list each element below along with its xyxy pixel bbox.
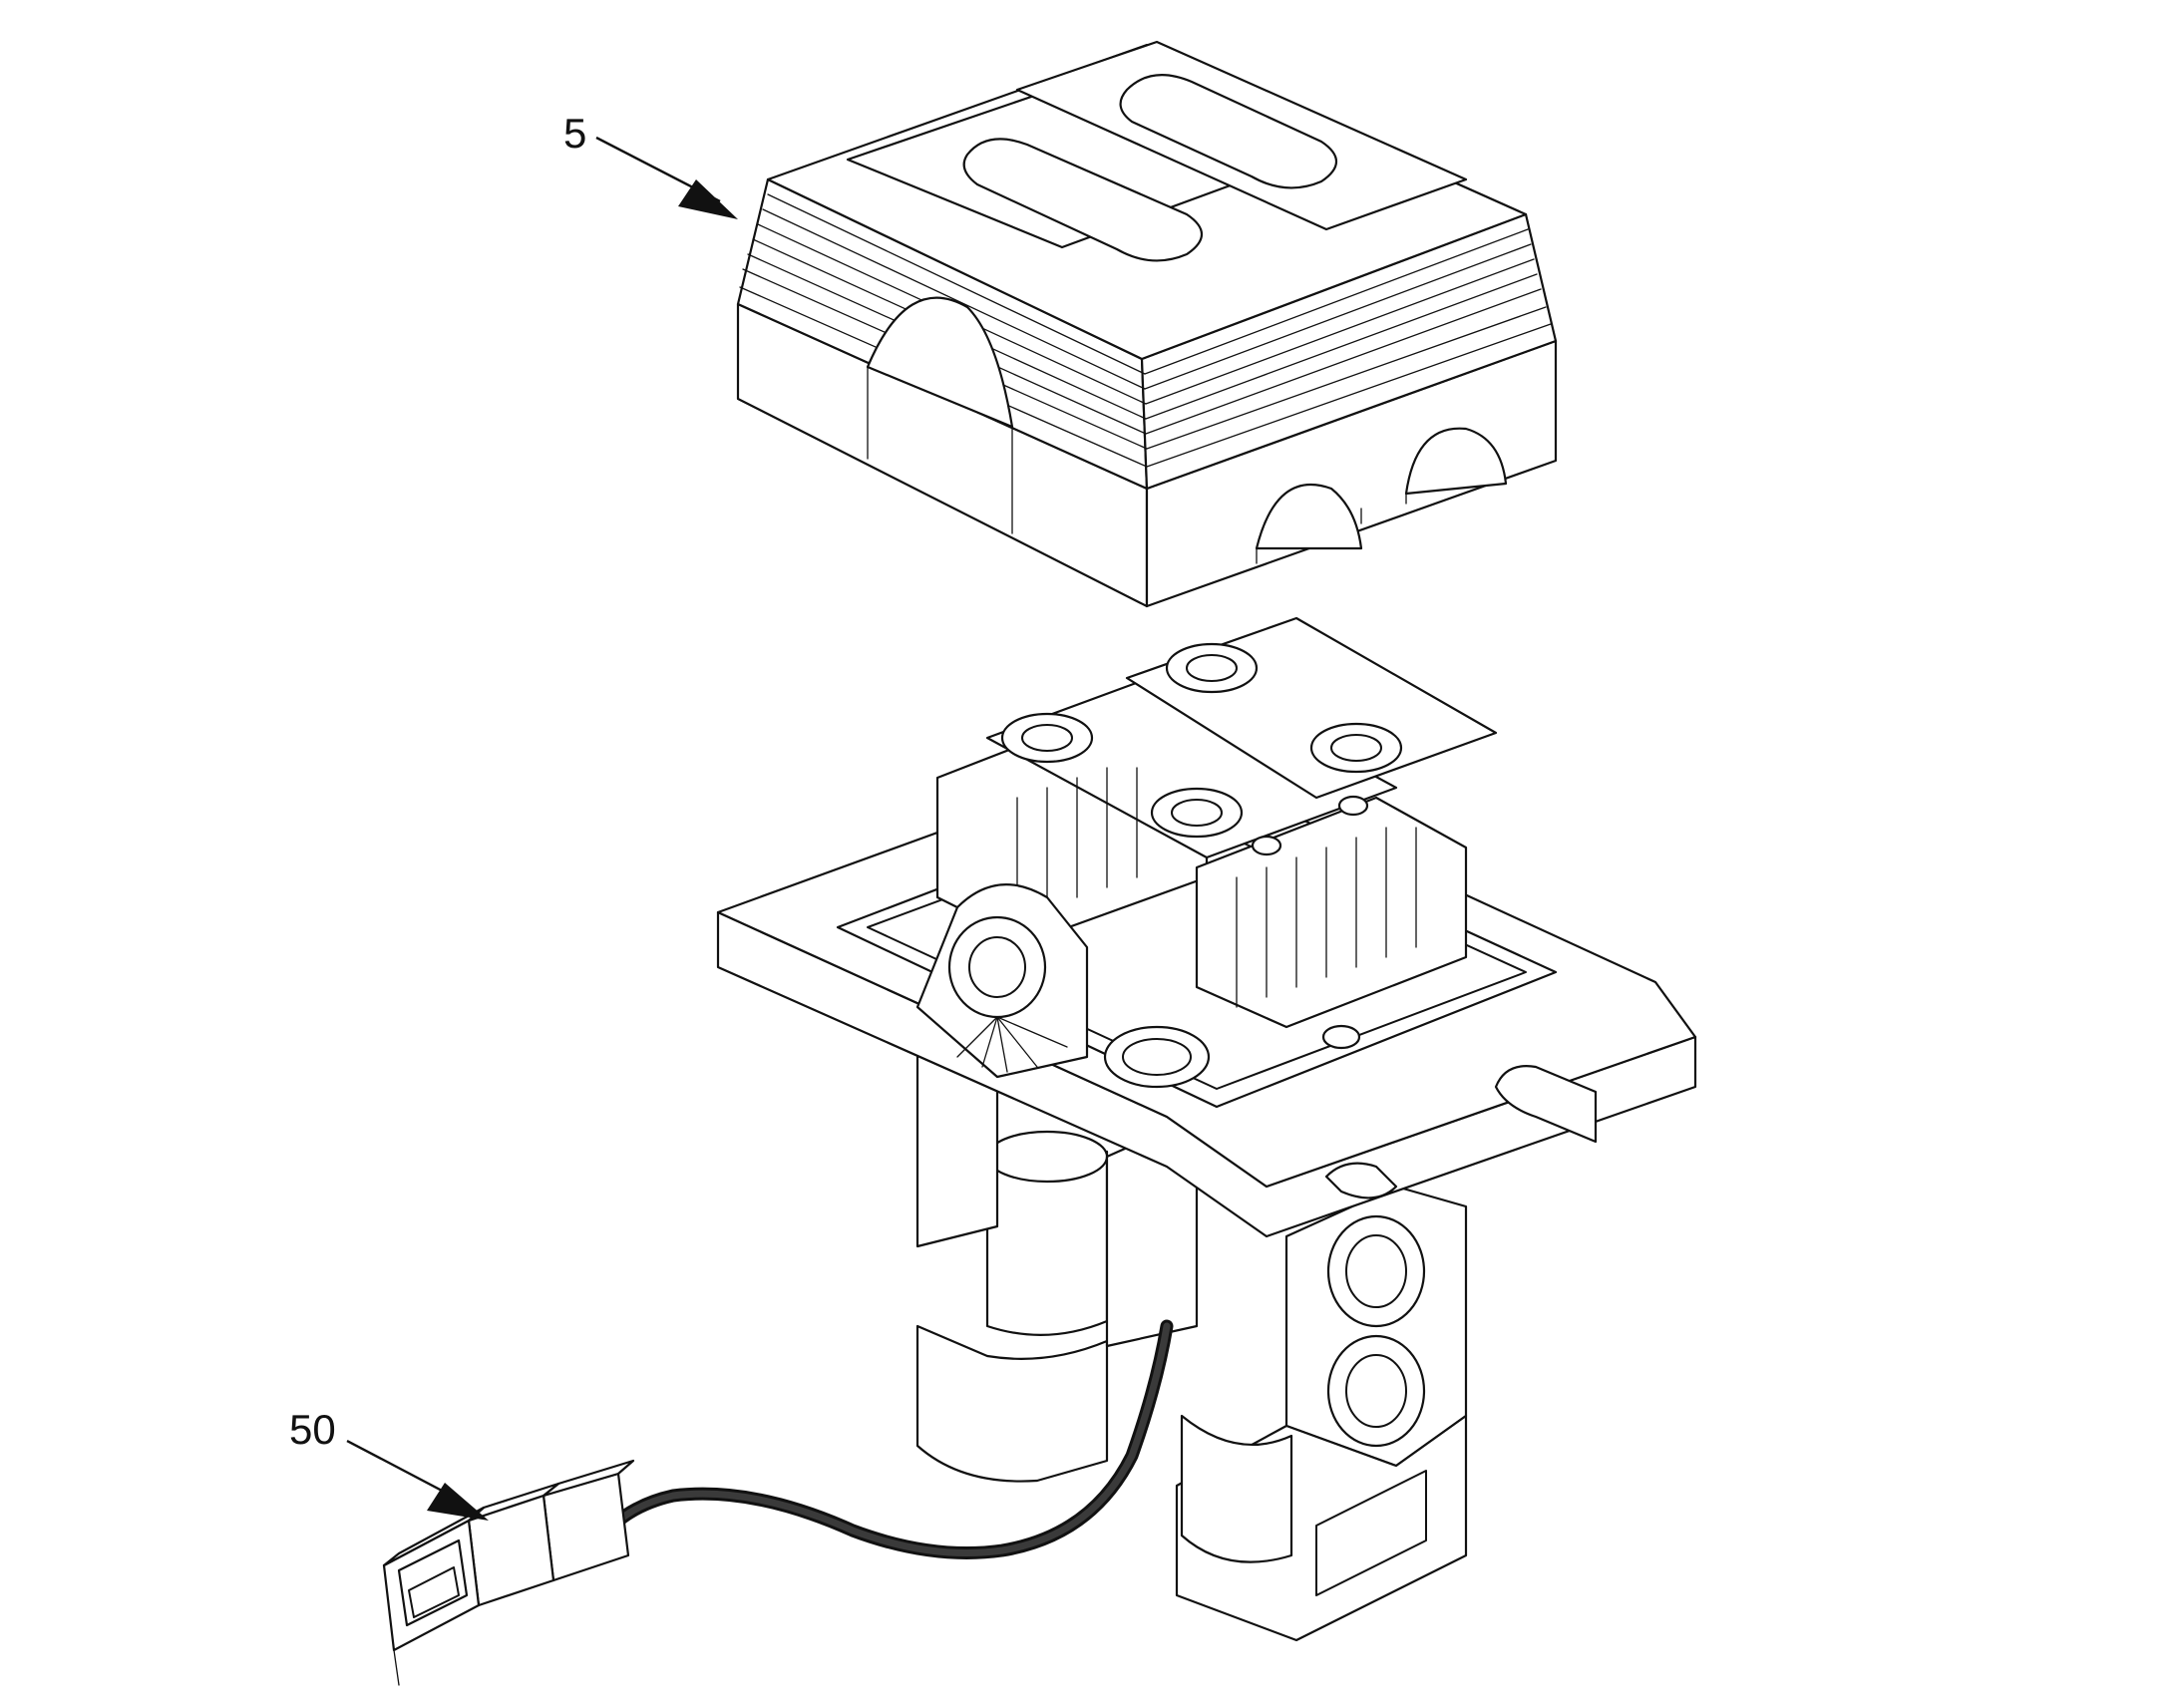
callout-label-50: 50 (289, 1406, 336, 1453)
valve-body-assembly (716, 616, 1697, 1642)
callout-5: 5 (563, 110, 738, 219)
valve-cover (736, 40, 1558, 608)
connector-harness (382, 1319, 1174, 1686)
callout-50: 50 (289, 1406, 489, 1521)
callout-arrowhead-5 (678, 179, 738, 219)
vented-boss (915, 883, 1089, 1079)
connector-plug (382, 1459, 635, 1686)
callout-label-5: 5 (563, 110, 586, 157)
callout-arrowhead-50 (427, 1483, 489, 1521)
